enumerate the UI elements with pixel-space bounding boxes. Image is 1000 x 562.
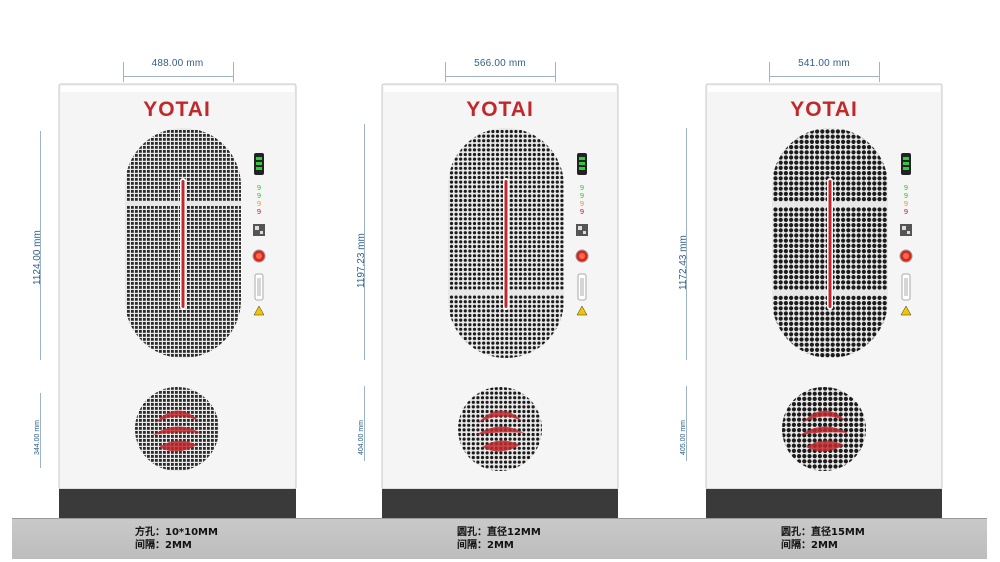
- status-light-bar: [828, 180, 832, 308]
- dimension-tick: [555, 62, 556, 82]
- svg-text:9: 9: [904, 184, 908, 192]
- svg-text:9: 9: [580, 184, 584, 192]
- dimension-tick: [445, 62, 446, 82]
- warning-icon: [576, 305, 588, 316]
- cabinet-plinth: [59, 489, 296, 518]
- brand-logo: YOTAI: [143, 98, 211, 121]
- svg-text:9: 9: [580, 192, 584, 200]
- brand-logo: YOTAI: [790, 98, 858, 121]
- height-dimension-line: [686, 128, 687, 360]
- width-dimension-line: [445, 76, 555, 77]
- fan-logo-icon: [800, 410, 848, 452]
- svg-text:9: 9: [580, 200, 584, 208]
- display-base-platform: [12, 518, 987, 559]
- dimension-tick: [879, 62, 880, 82]
- hole-spec-caption: 方孔：10*10MM 间隔：2MM: [135, 526, 218, 552]
- caption-spacing: 间隔：2MM: [135, 540, 192, 551]
- svg-text:9: 9: [257, 192, 261, 200]
- svg-text:9: 9: [257, 184, 261, 192]
- lower-dimension-label: 404.00 mm: [358, 419, 365, 455]
- dimension-tick: [122, 62, 124, 82]
- svg-text:9: 9: [580, 208, 584, 216]
- lower-dimension-line: [686, 386, 687, 461]
- height-dimension-label: 1124.00 mm: [32, 230, 43, 285]
- lower-dimension-label: 405.00 mm: [680, 419, 687, 455]
- svg-text:9: 9: [904, 192, 908, 200]
- svg-text:9: 9: [904, 208, 908, 216]
- caption-hole-type: 圆孔：直径12MM: [457, 527, 541, 538]
- width-dimension-line: [769, 76, 879, 77]
- lower-dimension-line: [364, 386, 365, 461]
- lower-dimension-line: [40, 393, 41, 468]
- height-dimension-line: [364, 124, 365, 360]
- status-light-bar: [181, 180, 185, 308]
- caption-hole-type: 方孔：10*10MM: [135, 527, 218, 538]
- width-dimension-label: 566.00 mm: [474, 58, 526, 69]
- cabinet-plinth: [382, 489, 618, 518]
- vent-grille: [449, 129, 564, 358]
- caption-spacing: 间隔：2MM: [781, 540, 838, 551]
- dimension-tick: [769, 62, 770, 82]
- cabinet-plinth: [706, 489, 942, 518]
- height-dimension-line: [40, 131, 41, 360]
- width-dimension-label: 488.00 mm: [151, 58, 204, 69]
- height-dimension-label: 1197.23 mm: [356, 233, 367, 288]
- svg-text:9: 9: [257, 200, 261, 208]
- hole-spec-caption: 圆孔：直径12MM 间隔：2MM: [457, 526, 541, 552]
- svg-text:9: 9: [257, 208, 261, 216]
- height-dimension-label: 1172.43 mm: [678, 235, 689, 290]
- width-dimension-line: [122, 76, 233, 77]
- caption-spacing: 间隔：2MM: [457, 540, 514, 551]
- brand-logo: YOTAI: [466, 98, 534, 121]
- hole-spec-caption: 圆孔：直径15MM 间隔：2MM: [781, 526, 865, 552]
- lower-dimension-label: 344.00 mm: [34, 419, 41, 455]
- warning-icon: [253, 305, 265, 316]
- fan-logo-icon: [153, 410, 201, 452]
- status-light-bar: [504, 180, 508, 308]
- svg-text:9: 9: [904, 200, 908, 208]
- fan-logo-icon: [476, 410, 524, 452]
- dimension-tick: [232, 62, 234, 82]
- caption-hole-type: 圆孔：直径15MM: [781, 527, 865, 538]
- warning-icon: [900, 305, 912, 316]
- width-dimension-label: 541.00 mm: [798, 58, 850, 69]
